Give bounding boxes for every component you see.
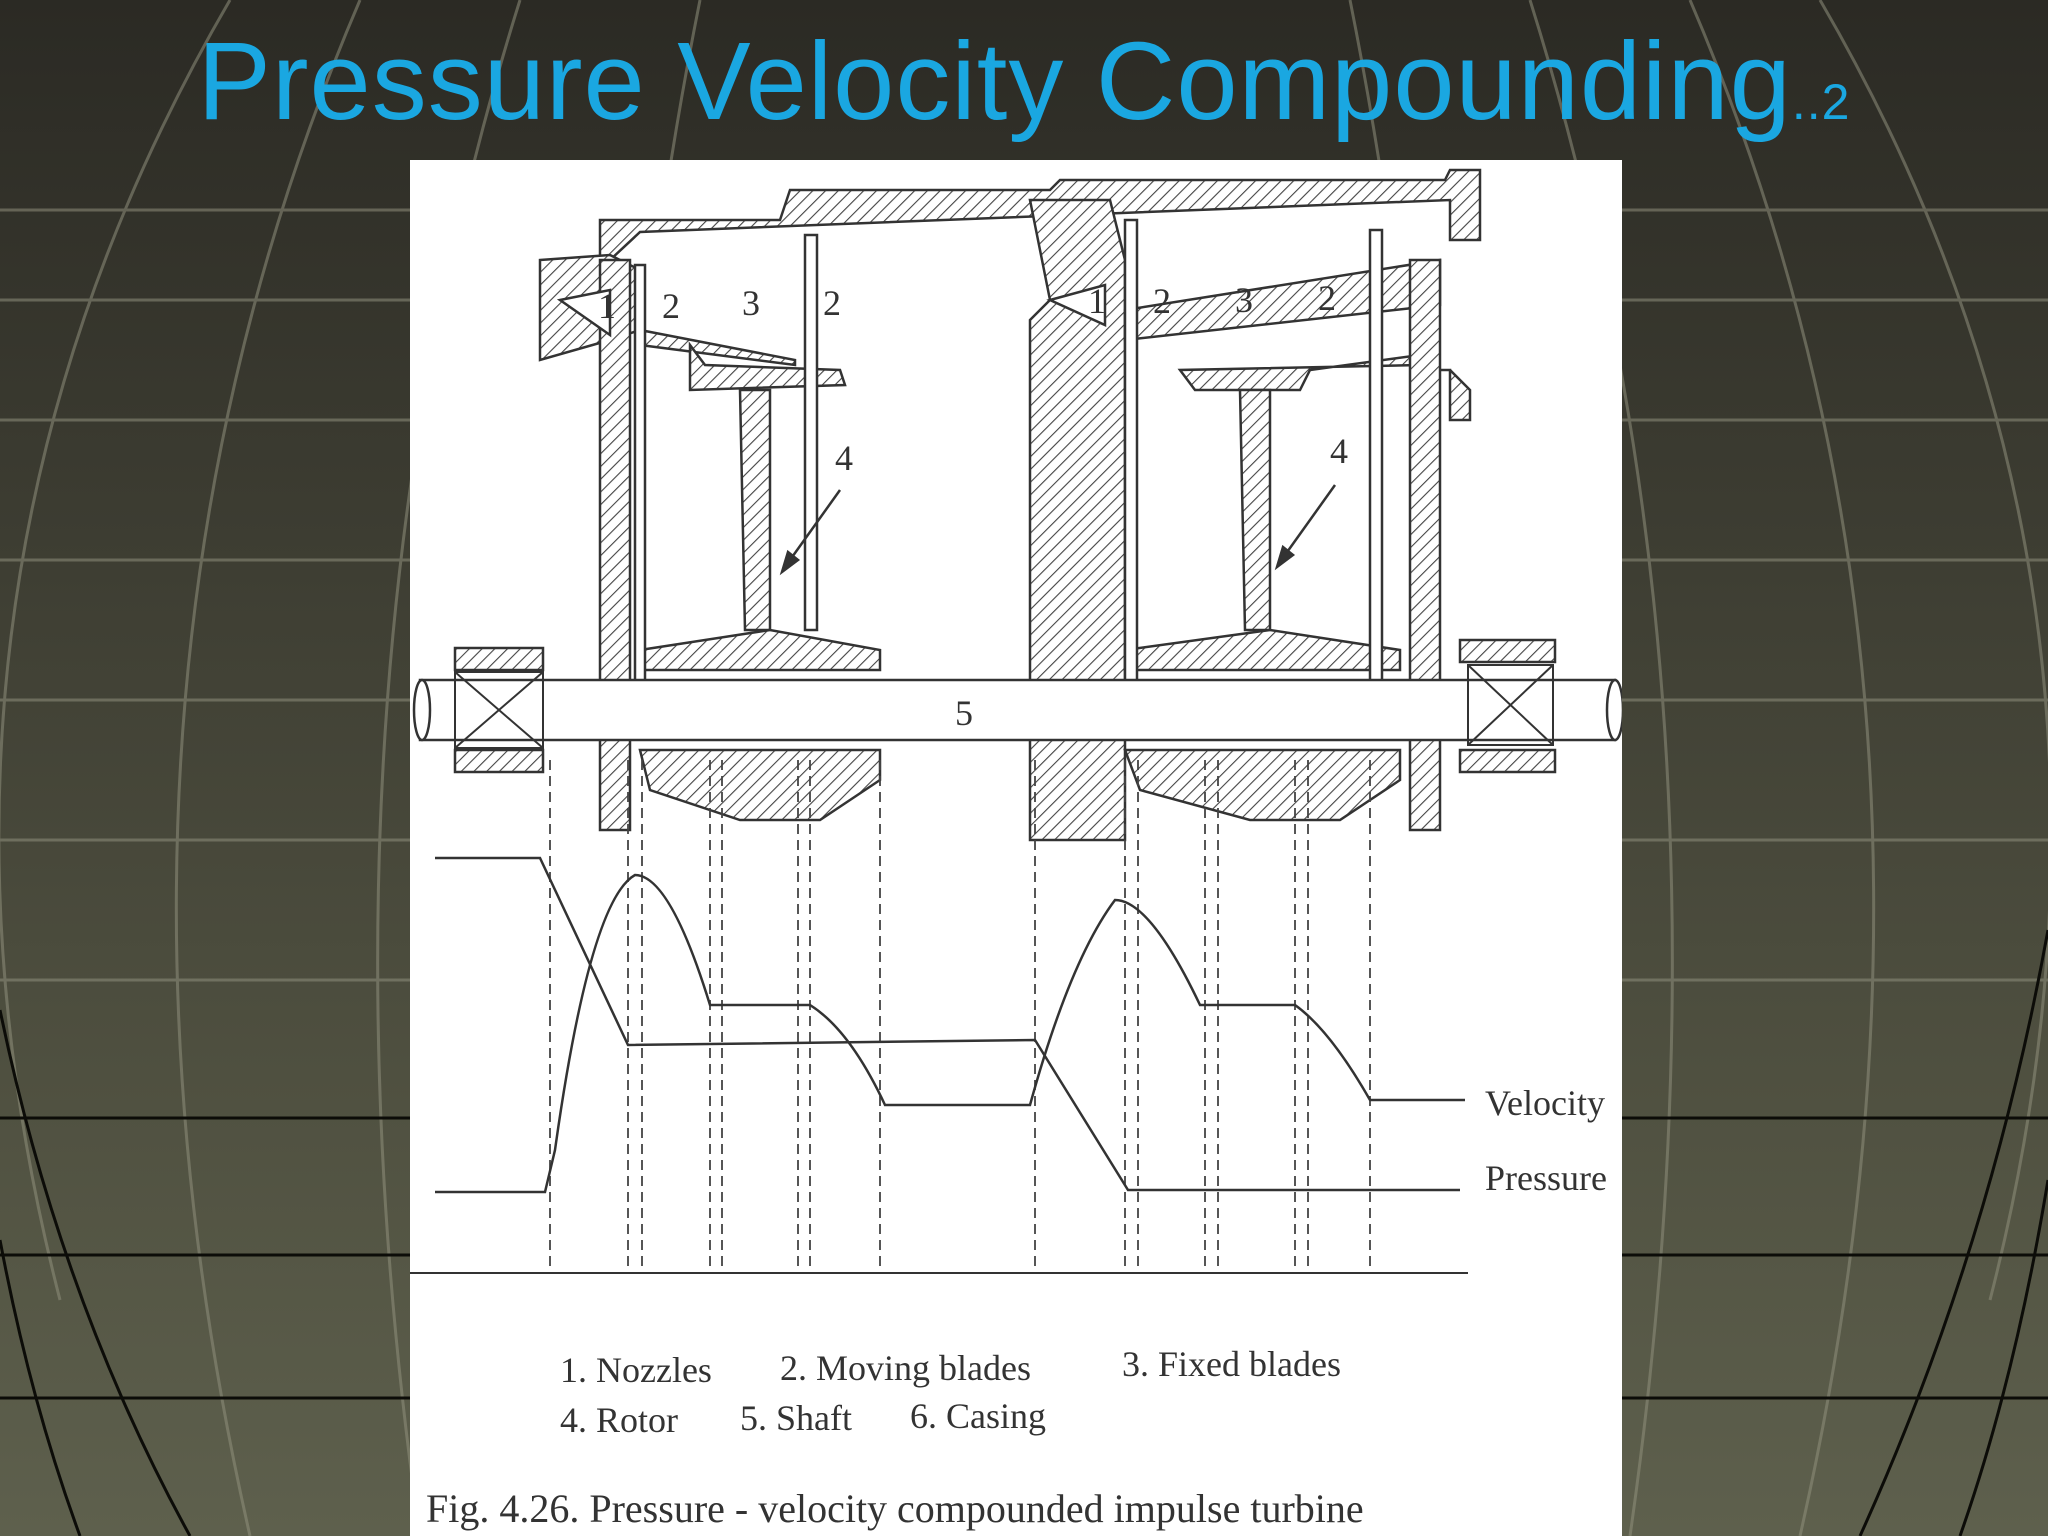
- turbine-figure: 1 2 3 2 1 2 3 2 4 4 5 Velocity Pressure …: [410, 160, 1622, 1536]
- rotor-label-left: 4: [835, 438, 853, 478]
- stage-label-moving-3: 2: [1153, 281, 1171, 321]
- stage-label-moving-4: 2: [1318, 278, 1336, 318]
- rotor-arrows: [779, 484, 1337, 576]
- legend-shaft: 5. Shaft: [740, 1398, 852, 1438]
- velocity-curve: [435, 873, 1465, 1194]
- pressure-curve: [435, 856, 1460, 1192]
- legend-fixed-blades: 3. Fixed blades: [1122, 1344, 1341, 1384]
- velocity-label: Velocity: [1485, 1083, 1605, 1123]
- slide-title: Pressure Velocity Compounding..2: [0, 22, 2048, 162]
- rotor-label-right: 4: [1330, 431, 1348, 471]
- shaft-label: 5: [955, 693, 973, 733]
- title-main: Pressure Velocity Compounding: [197, 20, 1792, 143]
- pressure-label: Pressure: [1485, 1158, 1607, 1198]
- legend-casing: 6. Casing: [910, 1396, 1046, 1436]
- turbine-diagram: 1 2 3 2 1 2 3 2 4 4 5 Velocity Pressure …: [410, 168, 1622, 1531]
- stage-label-moving-1: 2: [662, 286, 680, 326]
- stage-label-moving-2: 2: [823, 283, 841, 323]
- stage-label-fixed-1: 3: [742, 283, 760, 323]
- bearing-icons: [454, 664, 1554, 749]
- stage-label-fixed-2: 3: [1235, 280, 1253, 320]
- title-suffix: ..2: [1791, 74, 1851, 130]
- pressure-velocity-curves: [410, 856, 1468, 1274]
- legend-rotor: 4. Rotor: [560, 1400, 678, 1440]
- figure-caption: Fig. 4.26. Pressure - velocity compounde…: [426, 1486, 1364, 1531]
- shaft: [412, 678, 1622, 742]
- stage-label-nozzle-1: 1: [598, 286, 616, 326]
- legend-nozzles: 1. Nozzles: [560, 1350, 712, 1390]
- legend-moving-blades: 2. Moving blades: [780, 1348, 1031, 1388]
- legend: 1. Nozzles 2. Moving blades 3. Fixed bla…: [560, 1344, 1341, 1440]
- projection-lines: [549, 760, 1371, 1270]
- stage-label-nozzle-2: 1: [1088, 281, 1106, 321]
